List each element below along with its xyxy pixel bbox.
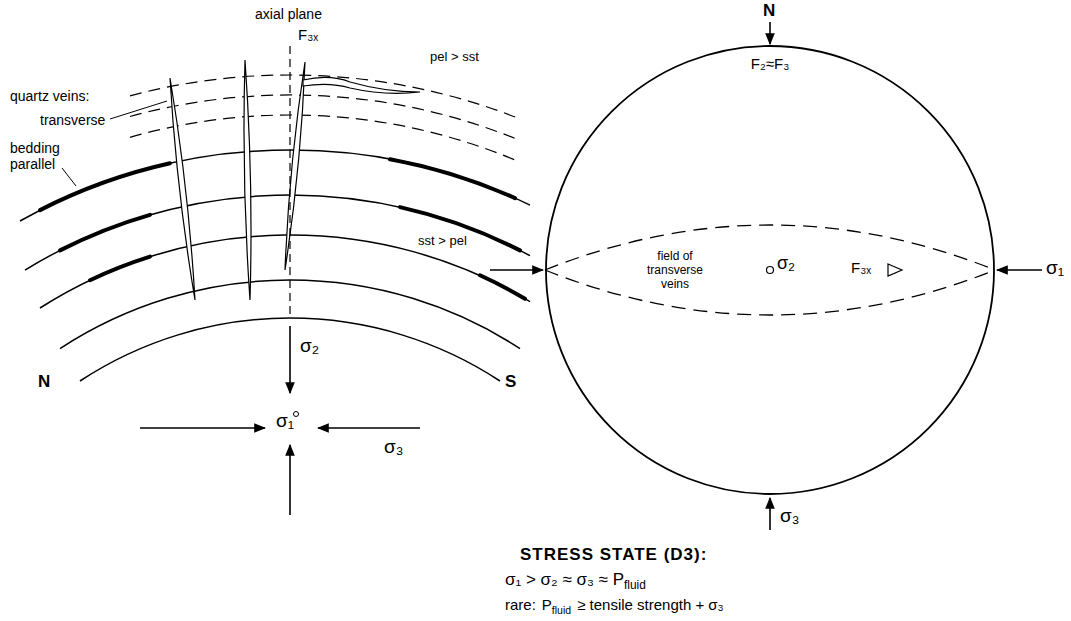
formula-term: ≥ tensile strength + σ₃	[577, 596, 724, 613]
stress-axis-label: σ₂	[777, 253, 795, 274]
fold-axis-label: F₃ₓ	[851, 259, 871, 276]
fold-axis-label: F₂≈F₃	[751, 55, 790, 72]
stress-state-formula: σ₁ > σ₂ ≈ σ₃ ≈ Pfluid	[505, 570, 646, 592]
sigma2-point	[767, 267, 774, 274]
stress-axis-label: σ₃	[780, 505, 799, 527]
field-boundary	[545, 270, 995, 315]
stereonet-outline	[546, 46, 994, 494]
axial-plane-label: axial plane	[255, 6, 322, 22]
formula-term: P	[542, 596, 552, 613]
direction-label: N	[38, 372, 50, 392]
stress-axis-label: σ₁	[1046, 257, 1064, 279]
stress-state-heading: STRESS STATE (D3):	[520, 545, 707, 565]
axial-plane-line	[289, 46, 290, 316]
competence-label: sst > pel	[418, 234, 467, 249]
transverse-vein-field: field of transverse veins σ₂ F₃ₓ	[545, 225, 995, 320]
vein-type-label: transverse	[40, 112, 105, 128]
formula-term: fluid	[552, 604, 571, 616]
vein-type-label: bedding parallel	[10, 140, 72, 172]
stress-axis-label: σ₃	[384, 436, 403, 458]
vein-type-heading: quartz veins:	[10, 88, 89, 104]
stress-state-note: rare: Pfluid ≥ tensile strength + σ₃	[505, 596, 724, 616]
bedding-parallel-veins	[40, 159, 525, 299]
node-outline	[545, 225, 995, 320]
stress-axis-label: σ₁	[276, 410, 294, 432]
formula-term: rare:	[505, 596, 536, 613]
field-label: field of transverse veins	[635, 249, 715, 291]
fold-axis-symbol	[888, 264, 902, 276]
fold-axis-label: F₃ₓ	[298, 26, 318, 43]
direction-label: S	[505, 372, 516, 392]
axis-point-symbol	[294, 412, 299, 417]
sandstone-layers	[20, 150, 530, 381]
competence-label: pel > sst	[430, 50, 479, 65]
formula-term: σ₁ > σ₂ ≈ σ₃ ≈ P	[505, 570, 624, 589]
transverse-veins	[170, 60, 420, 300]
stress-arrows	[140, 22, 1042, 530]
field-boundary	[545, 225, 995, 270]
pelite-layers	[130, 75, 520, 162]
stress-axis-label: σ₂	[300, 335, 319, 357]
formula-term: fluid	[624, 578, 646, 592]
stereonet-circle: F₂≈F₃ field of transverse veins σ₂ F₃ₓ	[545, 45, 995, 495]
direction-label: N	[763, 1, 775, 21]
